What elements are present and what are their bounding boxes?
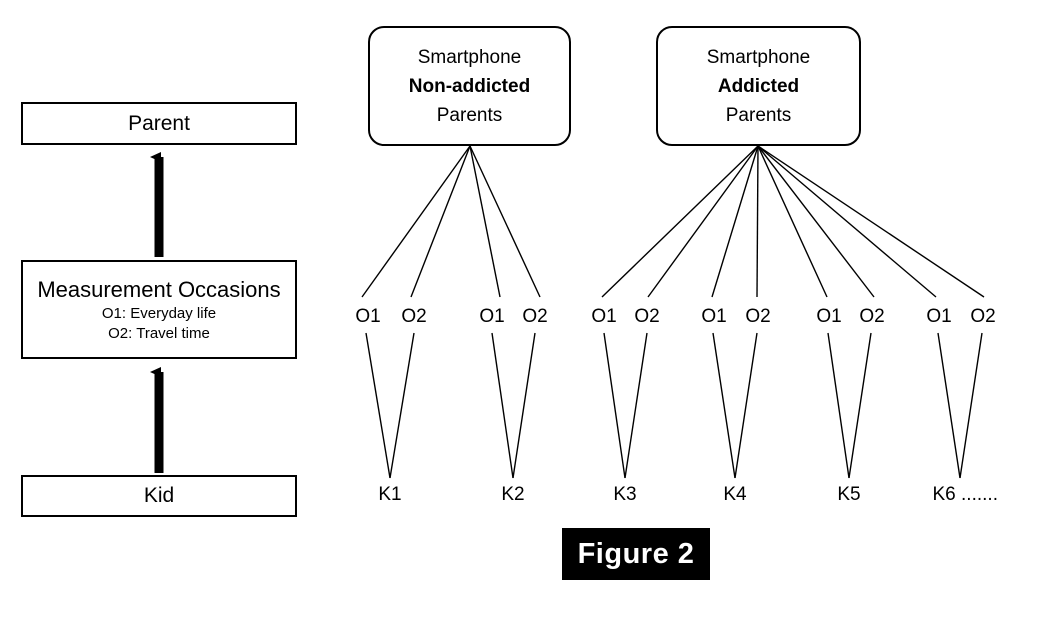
occasion-node-g0-p0-o1: O1 bbox=[355, 306, 381, 327]
group1-header-line-2: Addicted bbox=[717, 75, 800, 97]
legend-parent-label: Parent bbox=[128, 111, 190, 135]
occasion-node-g1-p3-o1: O1 bbox=[926, 306, 952, 327]
occasion-node-g1-p0-o1: O1 bbox=[591, 306, 617, 327]
kid-node-k6: K6 ....... bbox=[932, 484, 998, 505]
occasion-node-g1-p2-o1: O1 bbox=[816, 306, 842, 327]
v-connectors-to-kids bbox=[365, 332, 983, 479]
group0-header-line-1: Smartphone bbox=[417, 46, 522, 68]
kid-node-k5: K5 bbox=[837, 484, 861, 505]
occasion-node-g0-p0-o2: O2 bbox=[401, 306, 427, 327]
legend-measurement-title: Measurement Occasions bbox=[37, 276, 281, 302]
kid-node-k4: K4 bbox=[723, 484, 747, 505]
occasion-node-g1-p3-o2: O2 bbox=[970, 306, 996, 327]
kid-node-k3: K3 bbox=[613, 484, 637, 505]
legend-occasion-o2: O2: Travel time bbox=[108, 324, 210, 342]
group-box-addicted-parents: Smartphone Addicted Parents bbox=[656, 26, 861, 146]
group1-header-line-3: Parents bbox=[725, 104, 792, 126]
group1-header-line-1: Smartphone bbox=[706, 46, 811, 68]
occasion-node-g1-p0-o2: O2 bbox=[634, 306, 660, 327]
group-box-non-addicted-parents: Smartphone Non-addicted Parents bbox=[368, 26, 571, 146]
legend-box-parent: Parent bbox=[21, 102, 297, 145]
fan-lines-group-non-addicted bbox=[361, 145, 541, 298]
kid-node-k1: K1 bbox=[378, 484, 402, 505]
legend-box-measurement-occasions: Measurement Occasions O1: Everyday life … bbox=[21, 260, 297, 359]
group0-header-line-3: Parents bbox=[436, 104, 503, 126]
figure-caption-tag: Figure 2 bbox=[562, 528, 710, 580]
fan-lines-group-addicted bbox=[601, 145, 985, 298]
occasion-node-g1-p1-o2: O2 bbox=[745, 306, 771, 327]
occasion-node-g1-p1-o1: O1 bbox=[701, 306, 727, 327]
legend-occasion-o1: O1: Everyday life bbox=[101, 304, 217, 322]
legend-box-kid: Kid bbox=[21, 475, 297, 517]
figure-caption-text: Figure 2 bbox=[577, 537, 695, 570]
legend-kid-label: Kid bbox=[143, 484, 175, 507]
occasion-node-g1-p2-o2: O2 bbox=[859, 306, 885, 327]
group0-header-line-2: Non-addicted bbox=[408, 75, 531, 97]
occasion-node-g0-p1-o2: O2 bbox=[522, 306, 548, 327]
kid-node-k2: K2 bbox=[501, 484, 525, 505]
occasion-node-g0-p1-o1: O1 bbox=[479, 306, 505, 327]
